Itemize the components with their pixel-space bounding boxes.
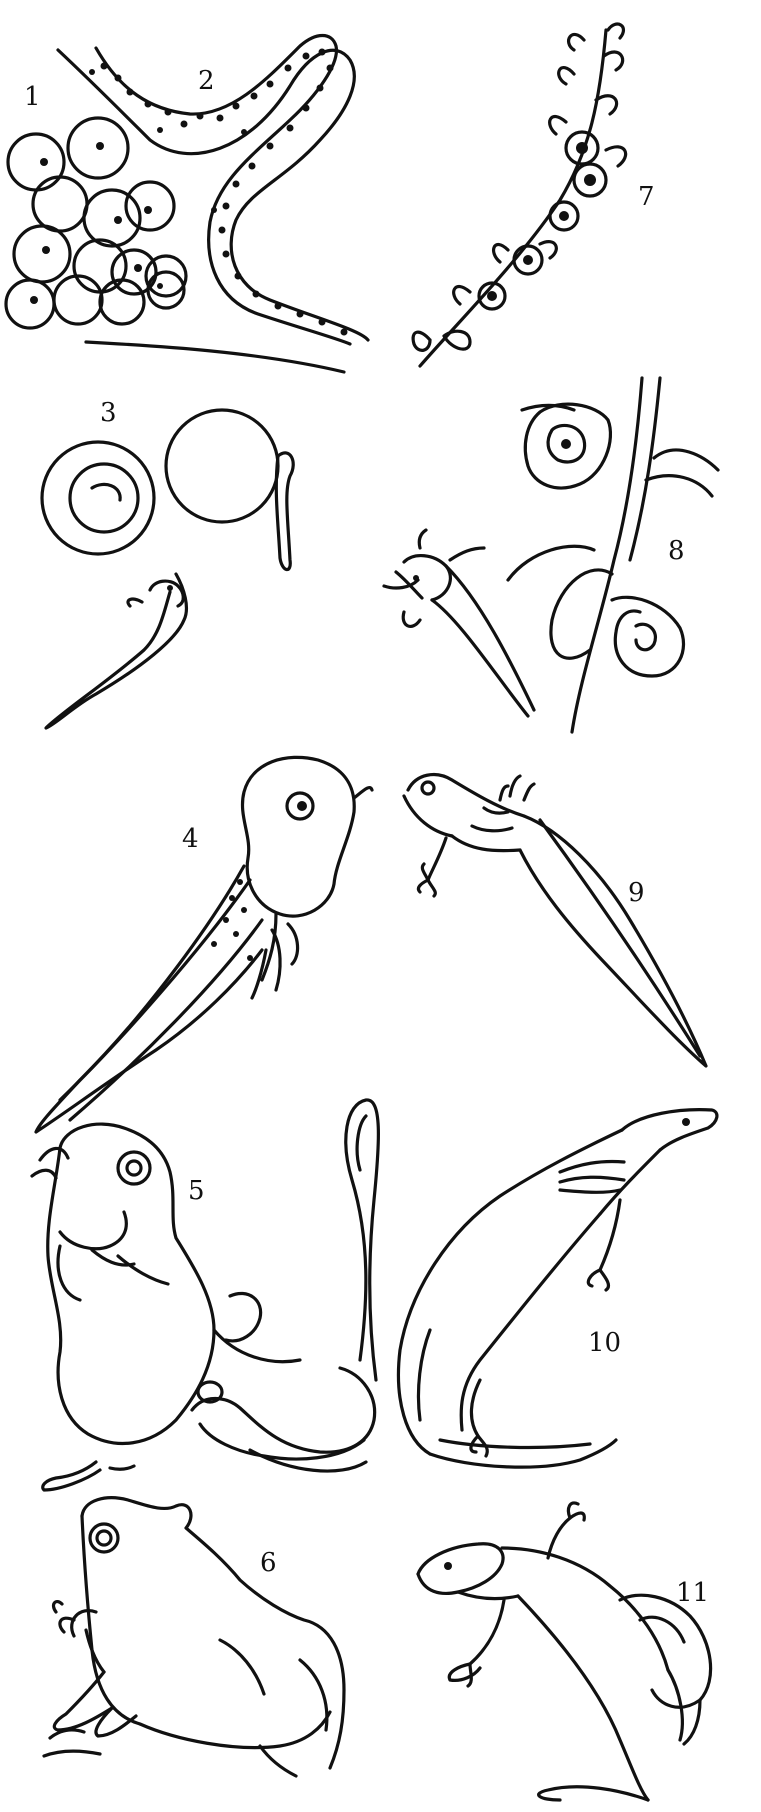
frog-hatchling-stage bbox=[42, 410, 293, 728]
newt-larva-hatchling bbox=[384, 378, 718, 732]
newt-eggs-on-plant bbox=[413, 24, 626, 366]
newt-larva-front-legs bbox=[404, 775, 706, 1066]
froglet-with-tail bbox=[32, 1100, 378, 1490]
newt-larva-four-legs bbox=[398, 1110, 716, 1467]
tadpole-hind-legs bbox=[36, 757, 372, 1132]
adult-frog bbox=[44, 1498, 344, 1776]
frog-egg-cluster bbox=[6, 118, 344, 372]
adult-newt bbox=[418, 1503, 711, 1800]
